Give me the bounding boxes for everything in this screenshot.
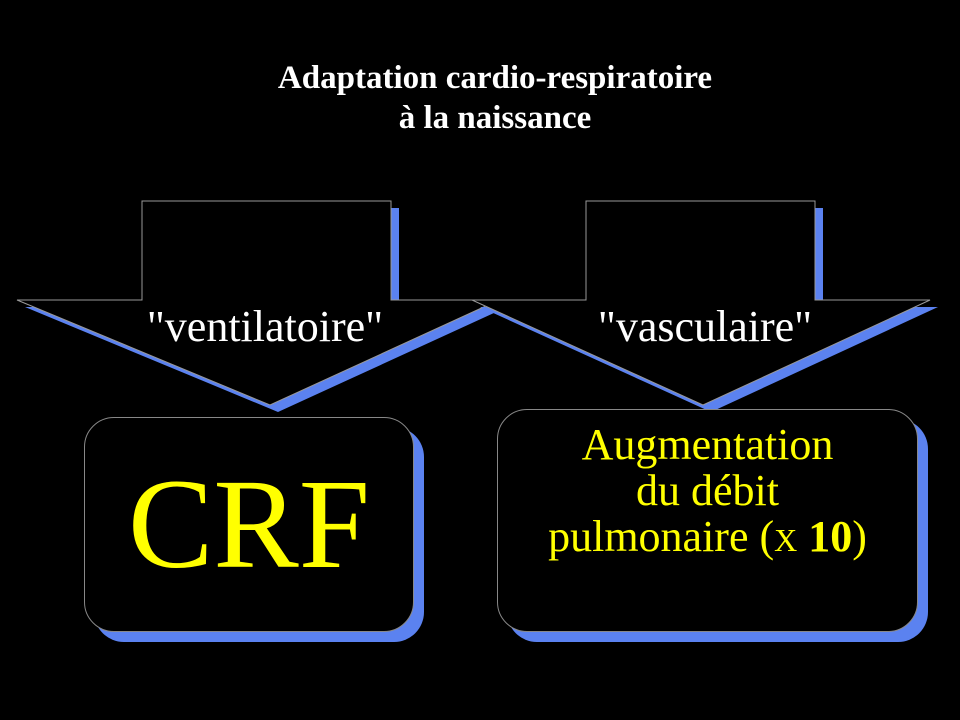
vasculaire-arrow <box>471 200 938 412</box>
multiplier-value: 10 <box>808 512 853 561</box>
multiplier-sign: X <box>774 522 798 558</box>
augmentation-line3: pulmonaire (X 10) <box>498 514 917 563</box>
augmentation-line2: du débit <box>636 466 779 515</box>
augmentation-box: Augmentation du débit pulmonaire (X 10) <box>497 409 918 632</box>
ventilatoire-arrow <box>16 200 507 412</box>
crf-text: CRF <box>128 453 370 595</box>
augmentation-line1: Augmentation <box>581 420 834 469</box>
slide-title-line2: à la naissance <box>398 100 592 136</box>
line3-suffix: ) <box>852 512 867 561</box>
ventilatoire-label: "ventilatoire" <box>146 302 384 351</box>
line3-prefix: pulmonaire ( <box>548 512 775 561</box>
vasculaire-label: "vasculaire" <box>597 302 813 351</box>
crf-box: CRF <box>84 417 414 632</box>
slide-title-line1: Adaptation cardio-respiratoire <box>277 60 713 96</box>
